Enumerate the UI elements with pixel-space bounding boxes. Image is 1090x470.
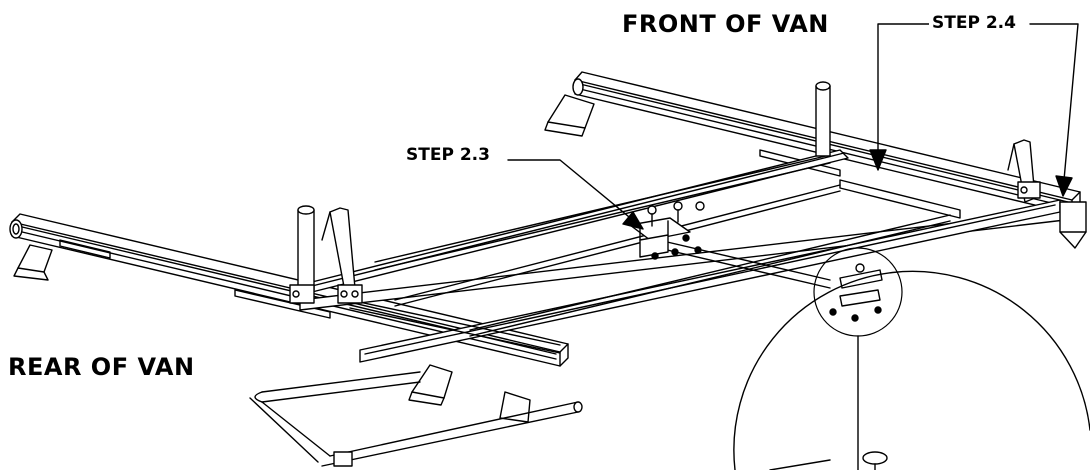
loader-bar [249, 371, 583, 467]
step-2-4-label: STEP 2.4 [929, 15, 1019, 32]
rear-of-van-label: REAR OF VAN [8, 353, 195, 381]
step-2-4-leader [869, 23, 1079, 197]
step-2-3-leader [507, 159, 644, 230]
right-uprights [815, 81, 1087, 249]
detail-bracket [733, 247, 1090, 470]
front-of-van-label: FRONT OF VAN [622, 10, 829, 38]
center-bracket [629, 201, 705, 260]
left-uprights [289, 205, 363, 304]
step-2-3-label: STEP 2.3 [406, 147, 493, 164]
left-rail [9, 213, 569, 367]
